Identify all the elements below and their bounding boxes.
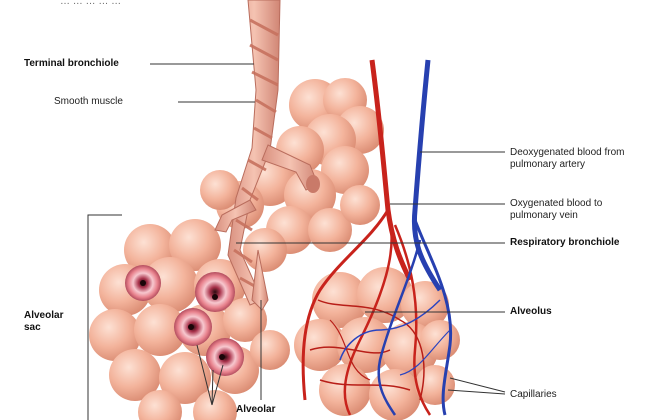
label-terminal-bronchiole: Terminal bronchiole: [24, 58, 119, 70]
label-deoxygenated-blood: Deoxygenated blood from pulmonary artery: [510, 147, 625, 171]
label-respiratory-bronchiole: Respiratory bronchiole: [510, 237, 619, 249]
top-clipped-text: … … … … …: [60, 0, 121, 8]
label-oxygenated-blood: Oxygenated blood to pulmonary vein: [510, 198, 602, 222]
label-capillaries: Capillaries: [510, 389, 557, 401]
label-alveolar-bottom: Alveolar: [236, 404, 275, 416]
label-alveolar-sac: Alveolar sac: [24, 310, 63, 334]
label-smooth-muscle: Smooth muscle: [54, 96, 123, 108]
label-alveolus: Alveolus: [510, 306, 552, 318]
